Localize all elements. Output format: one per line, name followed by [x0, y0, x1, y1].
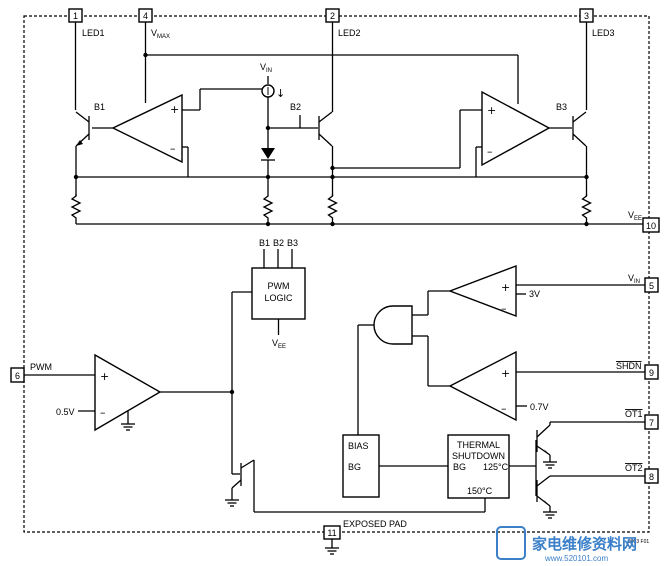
resistor-r4: [581, 194, 592, 224]
svg-text:150°C: 150°C: [467, 486, 493, 496]
figure-code: 3003 F01: [628, 539, 649, 545]
thermal-shutdown-block: THERMAL SHUTDOWN BG 125°C 150°C: [447, 434, 510, 499]
label-led3: LED3: [592, 28, 615, 38]
svg-text:8: 8: [649, 472, 654, 482]
ot2-transistor: [536, 475, 551, 507]
svg-text:4: 4: [143, 11, 148, 21]
label-3v: 3V: [529, 289, 540, 299]
svg-text:+: +: [501, 281, 510, 294]
label-vee-logic: VEE: [272, 338, 286, 350]
label-vin-top: VIN: [260, 62, 272, 74]
bias-bg-block: BIAS BG: [342, 434, 380, 498]
transistor-q3: [572, 111, 587, 147]
and-gate: [373, 305, 413, 345]
label-vmax: VMAX: [151, 28, 170, 40]
label-0-5v: 0.5V: [56, 407, 75, 417]
reference-diode: [261, 148, 275, 161]
label-led1: LED1: [82, 28, 105, 38]
svg-text:–: –: [501, 302, 507, 315]
svg-text:3: 3: [584, 11, 589, 21]
svg-text:7: 7: [649, 418, 654, 428]
label-b2-top: B2: [273, 238, 284, 248]
svg-text:BG: BG: [348, 462, 361, 472]
svg-text:9: 9: [649, 368, 654, 378]
svg-text:+: +: [501, 367, 510, 380]
label-ot1: OT1: [625, 409, 643, 419]
pin-1: 1: [68, 8, 83, 23]
svg-text:BG: BG: [453, 462, 466, 472]
pin-5: 5: [644, 277, 659, 293]
pin-3: 3: [579, 8, 594, 23]
svg-text:+: +: [170, 103, 179, 116]
label-exposed-pad: EXPOSED PAD: [343, 519, 407, 529]
ot1-transistor: [536, 424, 551, 456]
svg-text:125°C: 125°C: [483, 462, 509, 472]
transistor-q1: [75, 111, 90, 147]
pin-10: 10: [642, 217, 660, 233]
pin-7: 7: [644, 414, 659, 430]
label-0-7v: 0.7V: [530, 402, 549, 412]
svg-text:THERMAL: THERMAL: [457, 440, 500, 450]
svg-text:PWM: PWM: [268, 281, 290, 291]
label-b3-top: B3: [287, 238, 298, 248]
current-source: [261, 84, 275, 98]
svg-text:10: 10: [646, 221, 656, 231]
svg-text:–: –: [100, 406, 106, 419]
watermark: 家电维修资料网 www.520101.com: [496, 526, 637, 563]
resistor-r1: [70, 194, 82, 224]
label-ot2: OT2: [625, 463, 643, 473]
pin-2: 2: [325, 8, 340, 23]
pulldown-transistor: [231, 459, 255, 489]
label-shdn: SHDN: [616, 361, 642, 371]
svg-text:家电维修资料网: 家电维修资料网: [532, 535, 637, 553]
svg-text:11: 11: [327, 528, 336, 538]
label-pwm: PWM: [30, 362, 52, 372]
svg-text:+: +: [100, 370, 109, 383]
led3-driver-amp: + –: [481, 90, 551, 167]
label-vee-pin: VEE: [628, 210, 642, 222]
resistor-r3: [327, 194, 338, 224]
transistor-q2: [318, 111, 333, 147]
pin-9: 9: [644, 364, 659, 380]
svg-text:–: –: [487, 145, 493, 158]
svg-text:5: 5: [649, 281, 654, 291]
label-b1: B1: [94, 102, 105, 112]
vin-uvlo-comparator: + –: [448, 264, 517, 318]
shdn-comparator: + –: [448, 350, 517, 422]
pwm-logic-block: PWM LOGIC: [251, 267, 306, 320]
label-b3: B3: [556, 102, 567, 112]
label-led2: LED2: [338, 28, 361, 38]
svg-text:–: –: [170, 142, 176, 155]
svg-text:+: +: [487, 104, 496, 117]
led1-driver-amp: + –: [111, 93, 183, 164]
label-b1-top: B1: [259, 238, 270, 248]
pin-4: 4: [138, 8, 153, 23]
svg-text:6: 6: [15, 371, 20, 381]
svg-text:www.520101.com: www.520101.com: [544, 554, 608, 563]
resistor-r2: [262, 194, 274, 224]
svg-text:LOGIC: LOGIC: [264, 293, 293, 303]
pin-6: 6: [10, 367, 25, 383]
svg-text:1: 1: [73, 11, 78, 21]
svg-text:2: 2: [330, 11, 335, 21]
pin-11: 11: [323, 525, 341, 540]
label-b2: B2: [290, 102, 301, 112]
label-vin-pin: VIN: [628, 273, 640, 285]
svg-text:BIAS: BIAS: [348, 441, 369, 451]
svg-text:↓: ↓: [276, 87, 285, 100]
svg-text:–: –: [501, 402, 507, 415]
chip-outline: [23, 15, 650, 533]
pin-8: 8: [644, 468, 659, 484]
svg-text:SHUTDOWN: SHUTDOWN: [452, 451, 505, 461]
